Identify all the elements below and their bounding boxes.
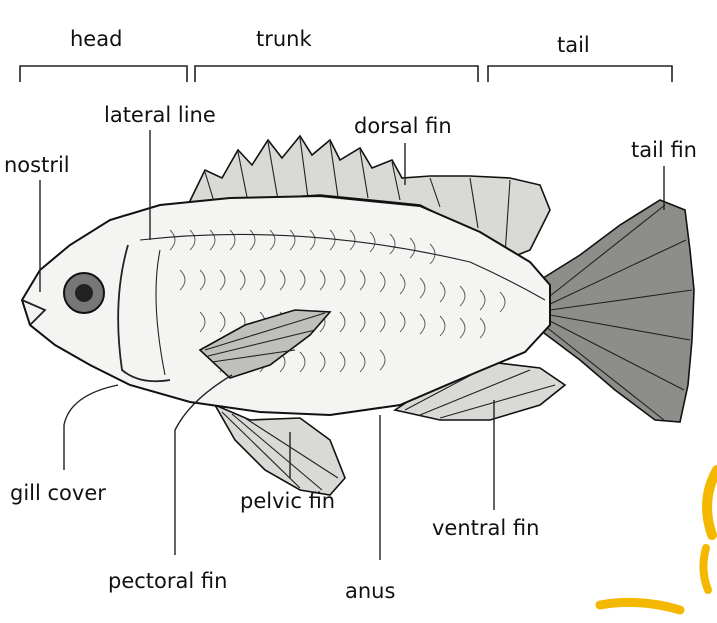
label-tail-fin: tail fin — [631, 138, 697, 162]
eye-pupil — [75, 284, 93, 302]
fish-illustration — [22, 136, 694, 495]
leader-gill-cover — [64, 385, 118, 470]
label-pelvic-fin: pelvic fin — [240, 489, 335, 513]
trunk-bracket — [195, 66, 478, 82]
tail-fin-shape — [540, 200, 694, 422]
label-pectoral-fin: pectoral fin — [108, 569, 227, 593]
yellow-ring-decoration — [600, 470, 717, 610]
region-brackets — [20, 66, 672, 82]
label-lateral-line: lateral line — [104, 103, 216, 127]
pelvic-fin-shape — [215, 405, 345, 495]
tail-bracket — [488, 66, 672, 82]
label-nostril: nostril — [4, 153, 70, 177]
label-gill-cover: gill cover — [10, 481, 106, 505]
label-dorsal-fin: dorsal fin — [354, 114, 452, 138]
label-anus: anus — [345, 579, 395, 603]
label-ventral-fin: ventral fin — [432, 516, 539, 540]
region-label-trunk: trunk — [256, 27, 312, 51]
head-bracket — [20, 66, 187, 82]
region-label-head: head — [70, 27, 122, 51]
region-label-tail: tail — [557, 33, 590, 57]
